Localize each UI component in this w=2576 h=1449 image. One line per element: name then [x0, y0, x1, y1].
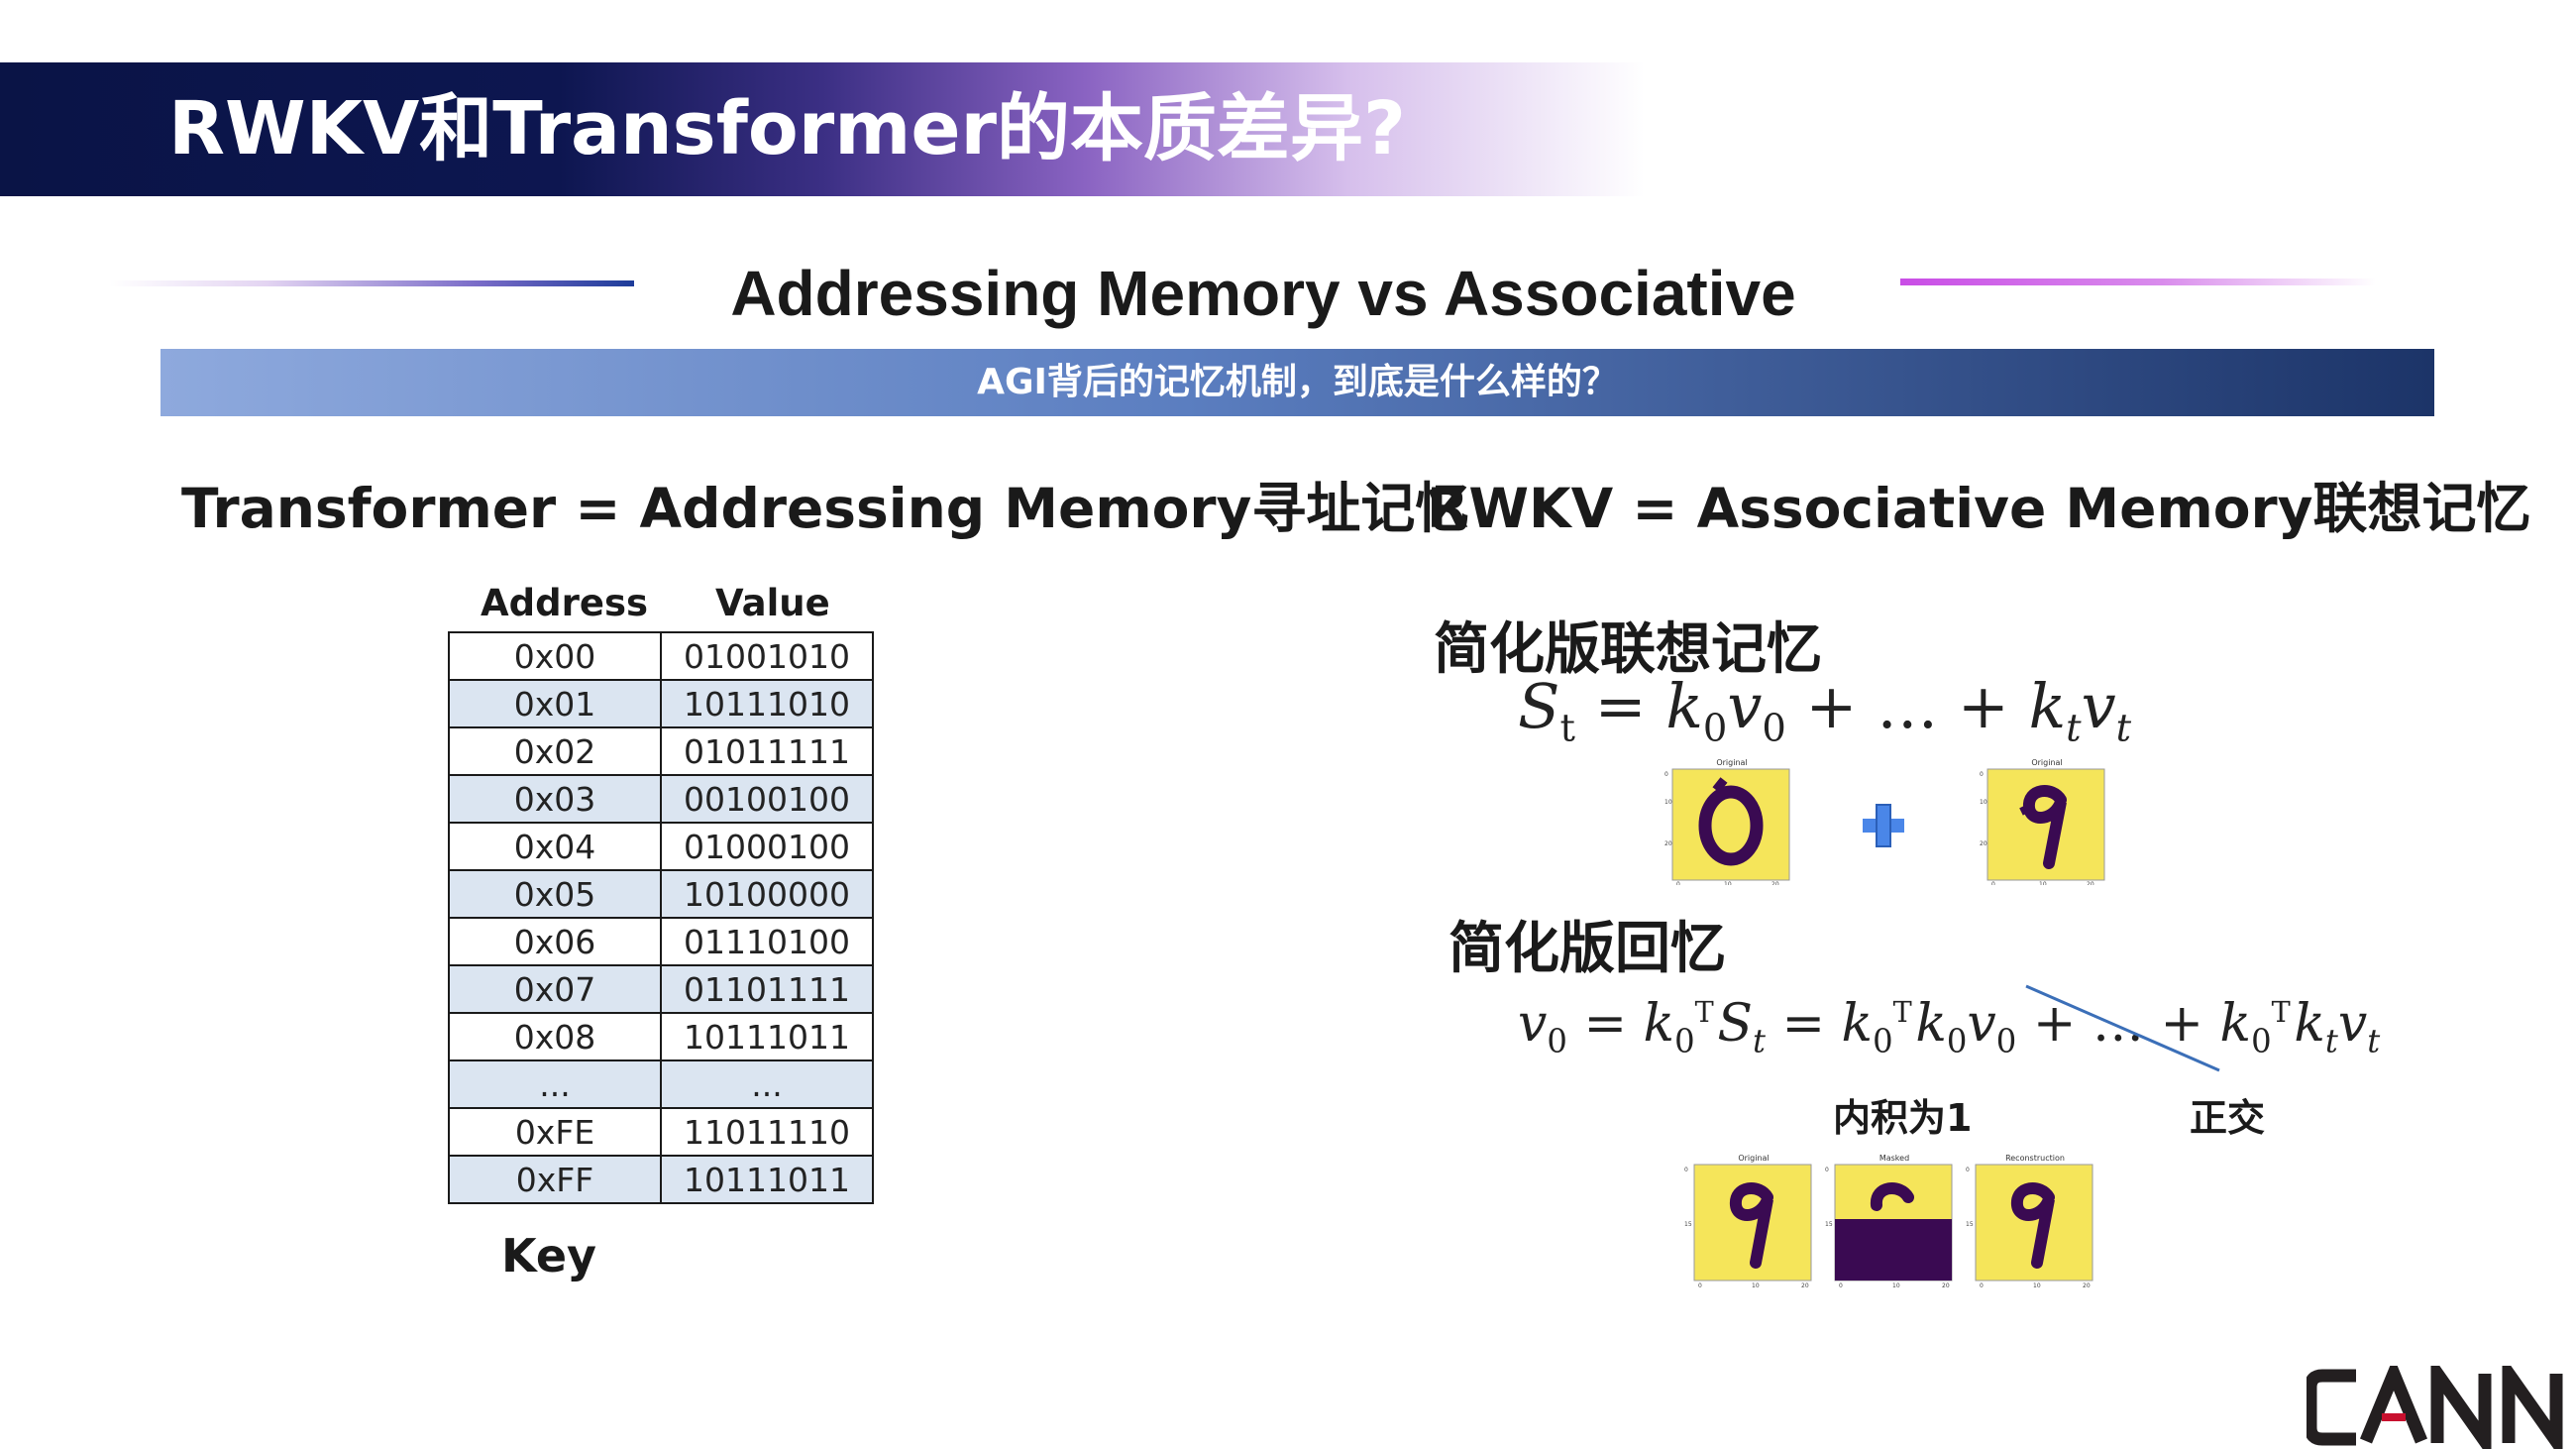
cann-logo [2307, 1366, 2563, 1449]
subtitle-container: Addressing Memory vs Associative Memory [634, 246, 1892, 349]
reconstruction-digit-image: Reconstruction 0 15 0 10 20 [1966, 1154, 2093, 1289]
address-cell: 0x03 [448, 774, 662, 824]
svg-text:20: 20 [1980, 840, 1987, 847]
svg-text:20: 20 [2083, 1282, 2091, 1289]
value-cell: 10111010 [660, 679, 874, 728]
figure-title: Original [1716, 758, 1747, 767]
recall-subheading: 简化版回忆 [1449, 917, 1726, 981]
transformer-heading: Transformer = Addressing Memory寻址记忆 [181, 477, 1470, 540]
value-cell: 01110100 [660, 917, 874, 966]
svg-text:15: 15 [1966, 1221, 1974, 1228]
inner-product-note: 内积为1 [1833, 1096, 1973, 1140]
masked-digit-image: Masked 0 15 0 10 20 [1825, 1154, 1953, 1289]
svg-text:10: 10 [1724, 881, 1732, 885]
address-cell: 0x07 [448, 964, 662, 1014]
svg-text:0: 0 [1980, 771, 1984, 778]
svg-text:0: 0 [1684, 1167, 1688, 1173]
slide-subtitle: Addressing Memory vs Associative Memory [730, 258, 1796, 329]
address-cell: 0x08 [448, 1012, 662, 1061]
digit-zero-image: Original 0 10 20 0 10 20 [1664, 758, 1790, 885]
table-row: ...... [448, 1059, 874, 1109]
strikethrough-line [2025, 984, 2220, 1072]
slide-title: RWKV和Transformer的本质差异? [168, 86, 1406, 171]
value-cell: 01000100 [660, 822, 874, 871]
state-formula: St = k0v0 + … + ktvt [1518, 670, 2132, 751]
value-cell: 10111011 [660, 1155, 874, 1204]
svg-text:10: 10 [1752, 1282, 1760, 1289]
recall-formula: v0 = k0T St = k0T k0v0 + … + k0T ktvt [1518, 994, 2381, 1060]
figure-title: Original [1738, 1154, 1769, 1163]
svg-text:0: 0 [1676, 881, 1680, 885]
svg-text:20: 20 [1664, 840, 1672, 847]
svg-text:10: 10 [1892, 1282, 1900, 1289]
value-cell: 10100000 [660, 869, 874, 919]
value-cell: 01011111 [660, 726, 874, 776]
plus-icon [1863, 804, 1904, 847]
digit-nine-image: Original 0 10 20 0 10 20 [1980, 758, 2105, 885]
figure-title: Masked [1879, 1154, 1909, 1163]
svg-text:10: 10 [2033, 1282, 2041, 1289]
svg-text:0: 0 [1991, 881, 1995, 885]
value-column-header: Value [715, 582, 830, 624]
value-cell: 00100100 [660, 774, 874, 824]
address-cell: 0x06 [448, 917, 662, 966]
address-cell: 0x00 [448, 631, 662, 681]
address-cell: 0x02 [448, 726, 662, 776]
original-digit-image: Original 0 15 0 10 20 [1684, 1154, 1812, 1289]
section-banner-text: AGI背后的记忆机制，到底是什么样的？ [977, 362, 1618, 402]
figure-title: Reconstruction [2005, 1154, 2065, 1163]
value-cell: 01001010 [660, 631, 874, 681]
figure-title: Original [2031, 758, 2062, 767]
svg-text:10: 10 [1664, 799, 1672, 806]
key-label: Key [501, 1229, 597, 1282]
decorative-line-right [1900, 279, 2376, 285]
svg-text:0: 0 [1966, 1167, 1970, 1173]
address-cell: ... [448, 1059, 662, 1109]
section-banner: AGI背后的记忆机制，到底是什么样的？ [161, 349, 2434, 416]
address-cell: 0xFE [448, 1107, 662, 1157]
value-cell: ... [660, 1059, 874, 1109]
svg-text:20: 20 [1801, 1282, 1809, 1289]
address-cell: 0xFF [448, 1155, 662, 1204]
svg-text:0: 0 [1698, 1282, 1702, 1289]
svg-text:15: 15 [1825, 1221, 1833, 1228]
svg-text:15: 15 [1684, 1221, 1692, 1228]
decorative-line-left [109, 280, 634, 286]
svg-text:0: 0 [1664, 771, 1668, 778]
svg-text:20: 20 [1771, 881, 1779, 885]
address-cell: 0x04 [448, 822, 662, 871]
associative-memory-subheading: 简化版联想记忆 [1434, 617, 1822, 682]
orthogonal-note: 正交 [2190, 1096, 2266, 1140]
address-cell: 0x01 [448, 679, 662, 728]
value-cell: 10111011 [660, 1012, 874, 1061]
title-banner [0, 62, 1645, 196]
address-column-header: Address [481, 582, 648, 624]
value-cell: 01101111 [660, 964, 874, 1014]
svg-text:20: 20 [2087, 881, 2094, 885]
svg-text:20: 20 [1942, 1282, 1950, 1289]
value-cell: 11011110 [660, 1107, 874, 1157]
svg-text:0: 0 [1825, 1167, 1829, 1173]
svg-text:10: 10 [2039, 881, 2047, 885]
svg-text:0: 0 [1839, 1282, 1843, 1289]
rwkv-heading: RWKV = Associative Memory联想记忆 [1427, 477, 2531, 540]
address-cell: 0x05 [448, 869, 662, 919]
svg-text:0: 0 [1980, 1282, 1984, 1289]
svg-text:10: 10 [1980, 799, 1987, 806]
